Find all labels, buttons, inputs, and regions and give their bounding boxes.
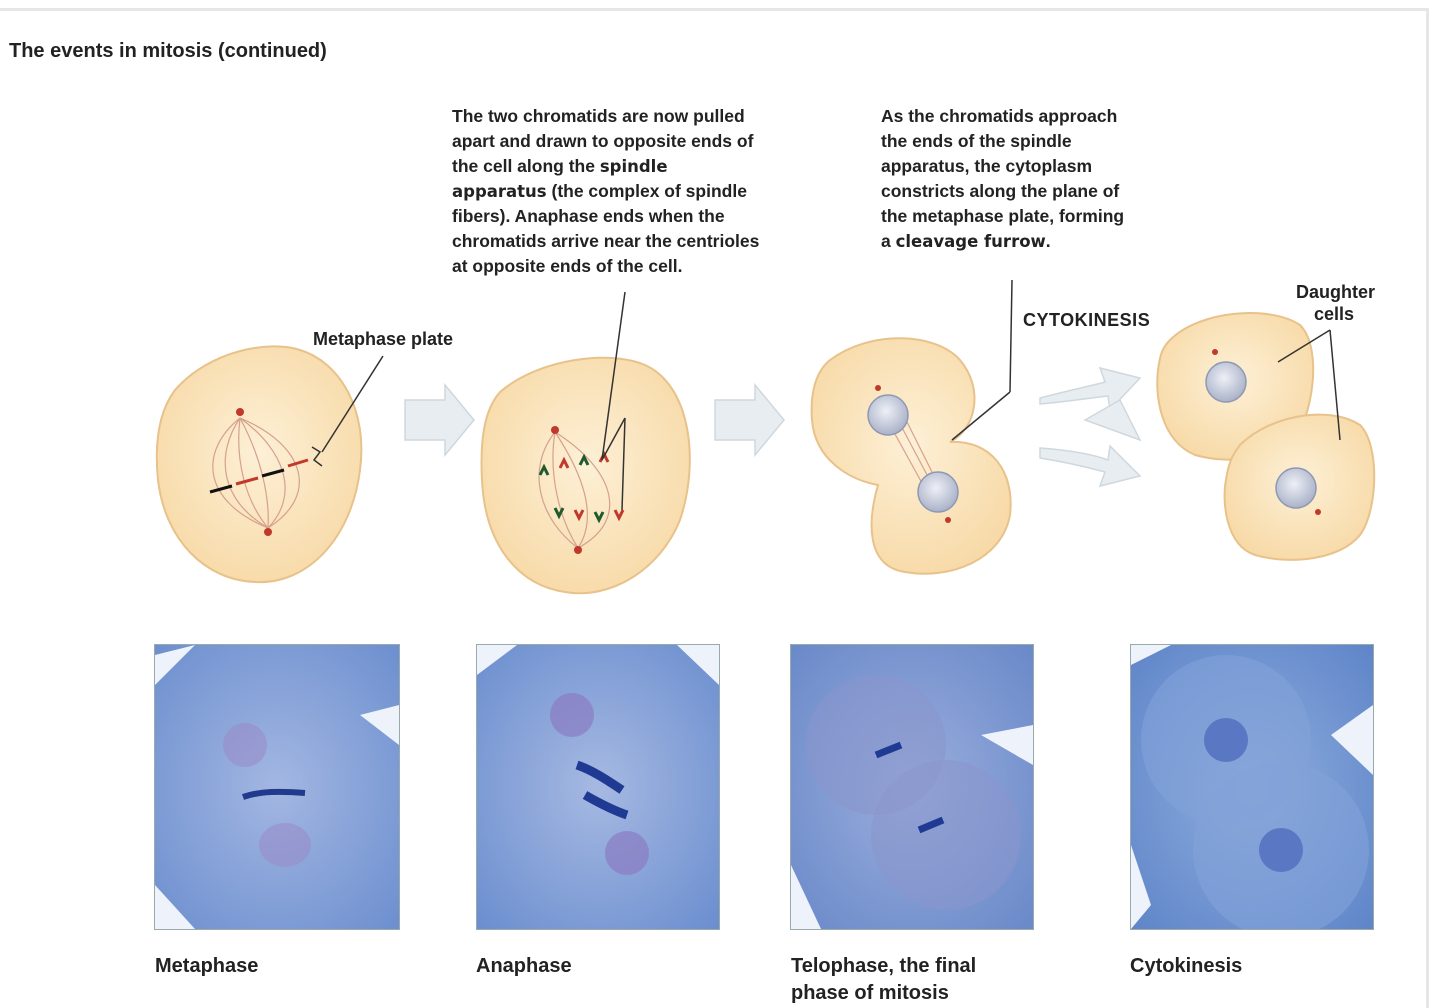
caption-text: .: [1045, 231, 1051, 251]
frame-top-border: [0, 8, 1428, 11]
caption-key-term: spindle: [599, 157, 668, 176]
metaphase-micrograph: [154, 644, 400, 930]
telophase-label-line1: Telophase, the final: [791, 955, 977, 977]
caption-text: fibers). Anaphase ends when the: [452, 206, 725, 226]
anaphase-micrograph: [476, 644, 720, 930]
caption-text: apparatus, the cytoplasm: [881, 156, 1093, 176]
metaphase-cell: [155, 345, 384, 584]
daughter-cells-leader: [1277, 329, 1341, 441]
metaphase-label: Metaphase: [155, 955, 259, 977]
telophase-micrograph: [790, 644, 1034, 930]
caption-text: the metaphase plate, forming: [881, 206, 1125, 226]
telophase-caption-line: apparatus, the cytoplasm: [881, 154, 1124, 179]
telophase-caption-line: As the chromatids approach: [881, 104, 1124, 129]
telophase-nucleus-top: [867, 394, 909, 436]
cytokinesis-heading: CYTOKINESIS: [1023, 310, 1151, 330]
metaphase-plate-label: Metaphase plate: [313, 329, 454, 349]
arrow-1: [404, 382, 475, 458]
frame-right-border: [1426, 8, 1429, 1008]
caption-text: constricts along the plane of: [881, 181, 1120, 201]
anaphase-chromatids: [538, 450, 625, 524]
daughter-cells-label-line2: cells: [1314, 304, 1355, 324]
caption-text: apart and drawn to opposite ends of: [452, 131, 754, 151]
caption-text: (the complex of spindle: [546, 181, 747, 201]
anaphase-cell: [480, 291, 691, 595]
telophase-caption-line: the ends of the spindle: [881, 129, 1124, 154]
caption-key-term: apparatus: [452, 182, 547, 201]
caption-text: The two chromatids are now pulled: [452, 106, 745, 126]
caption-text: the ends of the spindle: [881, 131, 1072, 151]
caption-text: the cell along the: [452, 156, 600, 176]
metaphase-chromosomes: [209, 458, 309, 494]
caption-key-term: cleavage furrow: [895, 232, 1046, 251]
anaphase-caption-line: at opposite ends of the cell.: [452, 254, 759, 279]
cytokinesis-micrograph: [1130, 644, 1374, 930]
telophase-cell: [810, 279, 1013, 575]
caption-text: at opposite ends of the cell.: [452, 256, 683, 276]
telophase-caption-line: constricts along the plane of: [881, 179, 1124, 204]
anaphase-caption-line: the cell along the spindle: [452, 154, 759, 179]
anaphase-caption-line: chromatids arrive near the centrioles: [452, 229, 759, 254]
figure-title: The events in mitosis (continued): [9, 40, 327, 62]
anaphase-caption: The two chromatids are now pulled apart a…: [452, 104, 759, 279]
telophase-caption-line: the metaphase plate, forming: [881, 204, 1124, 229]
telophase-nucleus-bottom: [917, 471, 959, 513]
anaphase-caption-line: apart and drawn to opposite ends of: [452, 129, 759, 154]
caption-text: a: [881, 231, 896, 251]
cytokinesis-arrows: [1039, 366, 1142, 488]
cytokinesis-label: Cytokinesis: [1130, 955, 1243, 977]
telophase-caption-line: a cleavage furrow.: [881, 229, 1124, 254]
telophase-label-line2: phase of mitosis: [791, 982, 949, 1004]
anaphase-caption-line: fibers). Anaphase ends when the: [452, 204, 759, 229]
anaphase-label: Anaphase: [476, 955, 572, 977]
telophase-caption: As the chromatids approach the ends of th…: [881, 104, 1124, 254]
daughter-cell-bottom: [1223, 413, 1376, 561]
arrow-2: [714, 382, 785, 458]
caption-text: chromatids arrive near the centrioles: [452, 231, 760, 251]
caption-text: As the chromatids approach: [881, 106, 1118, 126]
anaphase-caption-line: The two chromatids are now pulled: [452, 104, 759, 129]
anaphase-caption-line: apparatus (the complex of spindle: [452, 179, 759, 204]
daughter-cells-label-line1: Daughter: [1296, 282, 1376, 302]
